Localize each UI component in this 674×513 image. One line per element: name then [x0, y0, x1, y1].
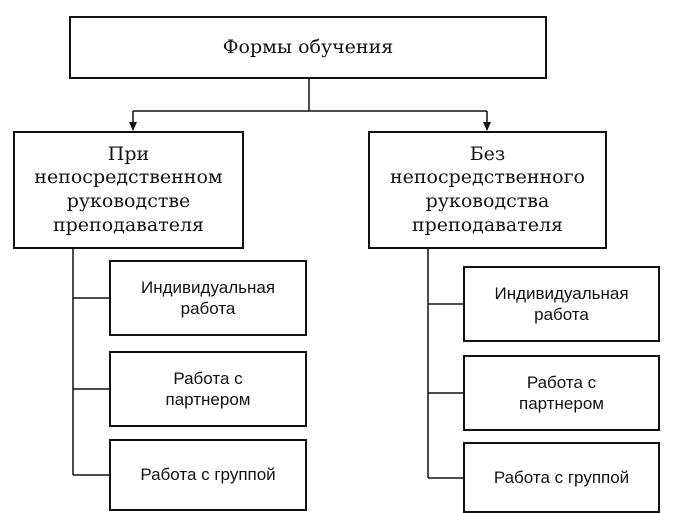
leaf-node-individual-work: Индивидуальная работа [463, 266, 660, 342]
category-node-label: Без непосредственного руководства препод… [389, 142, 585, 236]
root-node: Формы обучения [69, 16, 547, 79]
leaf-node-label: Работа с партнером [165, 368, 251, 409]
leaf-node-partner-work: Работа с партнером [109, 351, 307, 427]
category-node-without-guidance: Без непосредственного руководства препод… [368, 131, 607, 249]
leaf-node-label: Работа с группой [493, 467, 630, 487]
leaf-node-label: Индивидуальная работа [494, 283, 629, 324]
category-node-direct-guidance: При непосредственном руководстве препода… [13, 131, 244, 249]
category-node-label: При непосредственном руководстве препода… [34, 142, 223, 236]
leaf-node-label: Индивидуальная работа [140, 277, 276, 318]
root-node-label: Формы обучения [222, 35, 394, 58]
leaf-node-label: Работа с группой [140, 465, 276, 485]
leaf-node-group-work: Работа с группой [463, 442, 660, 513]
leaf-node-group-work: Работа с группой [109, 439, 307, 511]
leaf-node-individual-work: Индивидуальная работа [109, 260, 307, 336]
leaf-node-label: Работа с партнером [519, 372, 604, 413]
leaf-node-partner-work: Работа с партнером [463, 355, 660, 431]
